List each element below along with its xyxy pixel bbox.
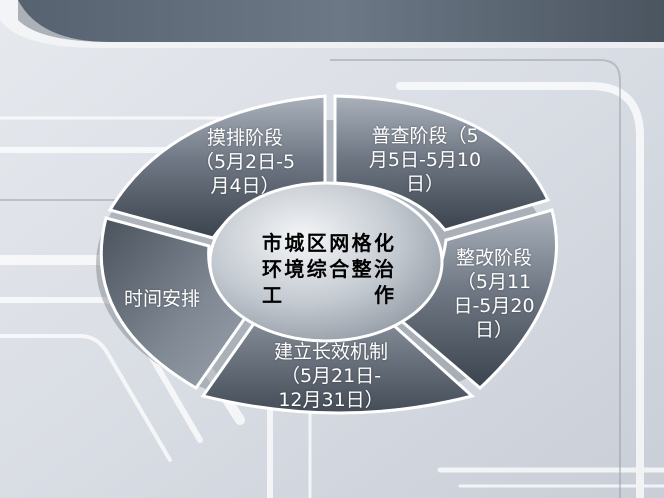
segment-survey: [333, 94, 551, 232]
center-title: 市城区网格化 环境综合整治 工 作: [262, 231, 394, 307]
segment-survey-label: 普查阶段（5 月5日-5月10 日）: [368, 125, 482, 195]
segment-investigation-label: 摸排阶段 （5月2日-5 月4日）: [194, 127, 296, 197]
segment-mechanism-label: 建立长效机制 （5月21日- 12月31日）: [273, 341, 388, 411]
segment-schedule-label: 时间安排: [123, 288, 200, 310]
segment-rectification-label: 整改阶段 （5月11 日-5月20 日）: [453, 247, 535, 341]
center-hub: [208, 181, 444, 343]
